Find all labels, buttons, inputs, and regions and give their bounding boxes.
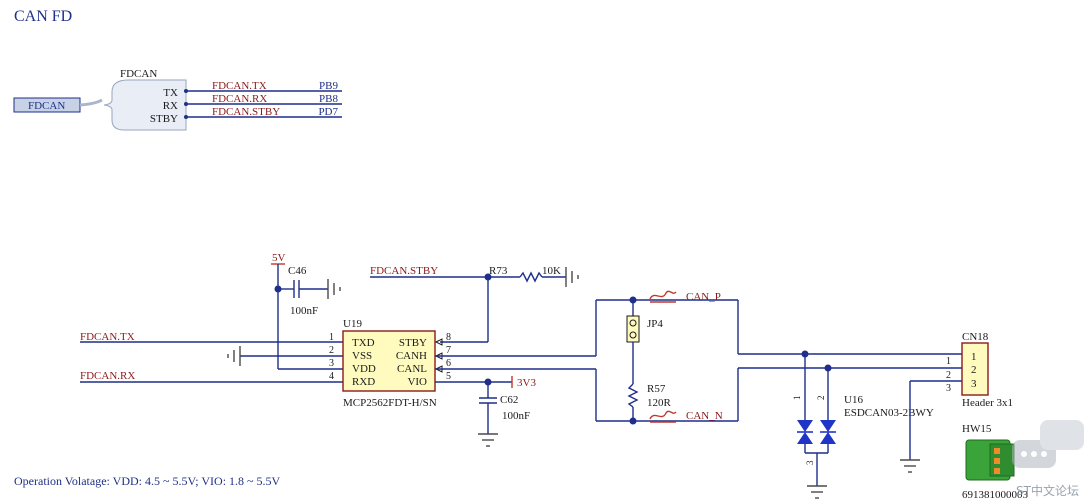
svg-text:R57: R57: [647, 383, 666, 395]
svg-text:3: 3: [329, 358, 334, 369]
ground-vss: [227, 346, 241, 366]
svg-text:5: 5: [446, 371, 451, 382]
ground-c46: [327, 279, 341, 299]
svg-text:MCP2562FDT-H/SN: MCP2562FDT-H/SN: [343, 397, 437, 409]
svg-text:3: 3: [805, 460, 815, 465]
svg-text:1: 1: [971, 351, 977, 363]
port-pd7: PD7: [318, 106, 338, 118]
harness-label: FDCAN: [120, 68, 157, 80]
fdcan-harness: FDCAN TX RX STBY: [103, 68, 187, 131]
port-pb8: PB8: [319, 93, 338, 105]
svg-text:JP4: JP4: [647, 318, 663, 330]
bus-port-label: FDCAN: [28, 100, 65, 112]
svg-text:2: 2: [329, 345, 334, 356]
svg-text:3: 3: [946, 383, 951, 394]
terminal-hw15[interactable]: HW15 691381000003: [962, 423, 1029, 501]
page-title: CAN FD: [14, 8, 73, 25]
svg-text:2: 2: [816, 396, 826, 401]
svg-text:VSS: VSS: [352, 350, 372, 362]
ground-r73: [565, 267, 579, 287]
svg-text:3V3: 3V3: [517, 377, 536, 389]
vio-net: 3V3: [435, 376, 536, 398]
svg-text:TXD: TXD: [352, 337, 375, 349]
harness-pin-tx: TX: [163, 87, 178, 99]
svg-text:8: 8: [446, 332, 451, 343]
ic-u19[interactable]: U19 MCP2562FDT-H/SN 1 2 3 4 TXD VSS VDD …: [329, 318, 451, 409]
ground-u16: [807, 485, 827, 499]
harness-pin-stby: STBY: [150, 113, 178, 125]
svg-text:2: 2: [971, 364, 977, 376]
harness-wires: FDCAN.TX FDCAN.RX FDCAN.STBY PB9 PB8 PD7: [184, 80, 342, 119]
svg-text:ESDCAN03-2BWY: ESDCAN03-2BWY: [844, 407, 934, 419]
capacitor-c46[interactable]: C46 100nF: [278, 265, 328, 317]
svg-text:2: 2: [946, 370, 951, 381]
svg-text:1: 1: [946, 356, 951, 367]
svg-text:691381000003: 691381000003: [962, 489, 1029, 501]
esd-u16[interactable]: 1 2 3 U16 ESDCAN03-2BWY: [792, 354, 934, 486]
diff-pair-markers: CAN_P CAN_N: [649, 290, 723, 423]
svg-text:VDD: VDD: [352, 363, 376, 375]
resistor-r73[interactable]: R73 10K: [489, 265, 566, 283]
net-label-rx: FDCAN.RX: [212, 93, 267, 105]
svg-text:120R: 120R: [647, 397, 672, 409]
svg-text:U16: U16: [844, 394, 863, 406]
net-label-can-p: CAN_P: [686, 291, 721, 303]
tx-rx-nets: FDCAN.TX FDCAN.RX: [80, 331, 343, 383]
fdcan-bus-port[interactable]: FDCAN: [13, 97, 103, 113]
port-pb9: PB9: [319, 80, 338, 92]
svg-text:C62: C62: [500, 394, 518, 406]
net-label-can-n: CAN_N: [686, 410, 723, 422]
watermark: ST中文论坛: [1016, 484, 1079, 498]
svg-text:1: 1: [792, 396, 802, 401]
svg-text:6: 6: [446, 358, 451, 369]
net-label-stby: FDCAN.STBY: [212, 106, 280, 118]
svg-text:Header 3x1: Header 3x1: [962, 397, 1013, 409]
net-label-rx-2: FDCAN.RX: [80, 370, 135, 382]
stby-net: FDCAN.STBY: [370, 265, 520, 343]
svg-text:100nF: 100nF: [290, 305, 318, 317]
svg-text:VIO: VIO: [407, 376, 427, 388]
svg-text:5V: 5V: [272, 252, 286, 264]
svg-text:100nF: 100nF: [502, 410, 530, 422]
svg-text:1: 1: [329, 332, 334, 343]
svg-text:RXD: RXD: [352, 376, 375, 388]
svg-text:CANH: CANH: [396, 350, 427, 362]
ground-c62: [478, 433, 498, 447]
power-5v: 5V: [271, 252, 343, 370]
connector-cn18[interactable]: CN18 1 2 3 1 2 3 Header 3x1: [909, 331, 1013, 460]
svg-text:C46: C46: [288, 265, 307, 277]
jumper-jp4[interactable]: JP4: [626, 300, 663, 384]
svg-text:3: 3: [971, 378, 977, 390]
net-label-tx-2: FDCAN.TX: [80, 331, 135, 343]
capacitor-c62[interactable]: C62 100nF: [479, 394, 530, 434]
svg-text:U19: U19: [343, 318, 362, 330]
svg-text:7: 7: [446, 345, 451, 356]
svg-text:4: 4: [329, 371, 334, 382]
svg-text:STBY: STBY: [399, 337, 427, 349]
net-label-tx: FDCAN.TX: [212, 80, 267, 92]
svg-text:R73: R73: [489, 265, 508, 277]
svg-text:CN18: CN18: [962, 331, 989, 343]
resistor-r57[interactable]: R57 120R: [627, 383, 672, 421]
svg-text:CANL: CANL: [397, 363, 427, 375]
chat-bubble-icon: [1012, 420, 1084, 468]
svg-text:10K: 10K: [542, 265, 561, 277]
net-label-stby-2: FDCAN.STBY: [370, 265, 438, 277]
svg-text:HW15: HW15: [962, 423, 992, 435]
harness-pin-rx: RX: [163, 100, 178, 112]
can-bus-wires: [435, 296, 962, 425]
ground-cn18: [900, 459, 920, 473]
operation-voltage-note: Operation Volatage: VDD: 4.5 ~ 5.5V; VIO…: [14, 474, 281, 488]
